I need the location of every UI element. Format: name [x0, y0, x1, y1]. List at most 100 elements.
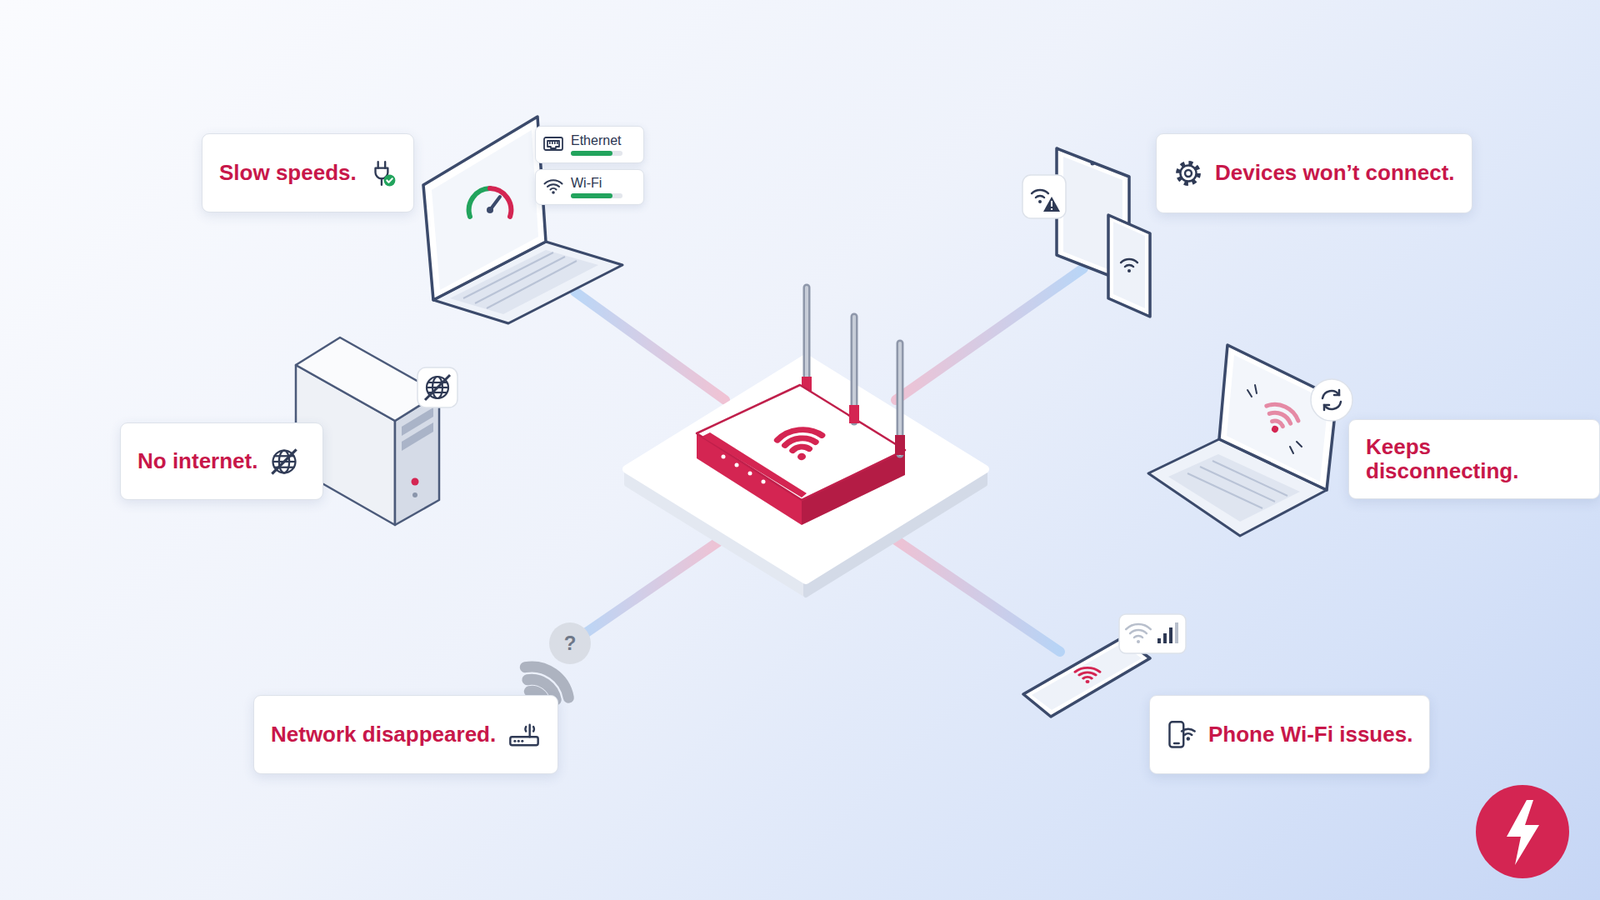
illustration-part: [1075, 667, 1100, 684]
illustration-part: [380, 178, 383, 185]
globe-badge: [417, 367, 458, 408]
illustration-part: [386, 178, 392, 182]
illustration-part: [1169, 721, 1195, 747]
illustration-part: [1269, 409, 1293, 424]
illustration-part: [550, 188, 557, 190]
no-internet-icon: [269, 446, 300, 477]
problem-text: No internet.: [137, 448, 258, 474]
illustration-part: [551, 190, 555, 195]
illustration-part: [1174, 741, 1180, 744]
illustration-part: [1255, 385, 1257, 394]
illustration-part: [520, 739, 524, 742]
problem-text: Devices won’t connect.: [1215, 160, 1455, 185]
illustration-part: [570, 150, 613, 156]
illustration-part: [1175, 622, 1179, 644]
illustration-part: [735, 463, 740, 468]
illustration-part: [579, 540, 721, 638]
icon-holder: [507, 720, 541, 750]
illustration-part: [510, 736, 539, 745]
strength-bar-holder: [570, 193, 623, 199]
illustration-part: [514, 739, 525, 742]
problem-text: Network disappeared.: [270, 721, 496, 747]
illustration-part: [431, 130, 539, 290]
text-column: Keeps disconnecting.: [1365, 435, 1583, 485]
plug-icon: [368, 159, 397, 188]
illustration-part: [895, 540, 1060, 652]
illustration-part: [570, 193, 623, 199]
illustration-part: [1119, 614, 1186, 654]
illustration-part: [544, 137, 563, 150]
illustration-part: [1113, 221, 1145, 309]
illustration-part: [570, 150, 623, 156]
illustration-part: [1475, 785, 1570, 879]
question-badge: [549, 622, 591, 665]
problem-callout: No internet.: [120, 422, 324, 500]
illustration-part: [1506, 800, 1540, 865]
router-platform: [626, 358, 985, 595]
illustration-part: [1075, 667, 1100, 672]
text-column: No internet.: [137, 449, 258, 474]
illustration-part: [721, 455, 766, 485]
illustration-part: [549, 141, 551, 145]
badge-label: Wi-Fi: [570, 175, 623, 191]
laptop: [423, 116, 623, 324]
illustration-part: [469, 188, 490, 217]
strength-bar: [570, 150, 623, 156]
illustration-part: [1169, 721, 1184, 747]
illustration-part: [1120, 259, 1138, 263]
strength-bar: [570, 193, 623, 199]
illustration-part: [797, 452, 807, 460]
illustration-part: [1125, 265, 1134, 267]
icon-holder: [1173, 158, 1204, 189]
problem-text: Keeps disconnecting.: [1365, 434, 1519, 484]
illustration-part: [696, 385, 905, 500]
illustration-part: [575, 291, 725, 400]
illustration-part: [1322, 390, 1341, 410]
illustration-part: [1257, 399, 1301, 440]
illustration-part: [469, 188, 512, 217]
illustration-part: [1290, 446, 1294, 454]
illustration-part: [1079, 672, 1096, 675]
illustration-part: [549, 141, 559, 145]
illustration-part: [1035, 195, 1045, 198]
phone-wifi-icon: [1166, 719, 1197, 751]
illustration-part: [272, 449, 297, 474]
antennas: [801, 287, 812, 395]
illustration-part: [1157, 622, 1179, 644]
illustration-part: [1178, 163, 1200, 185]
illustration-part: [1022, 175, 1066, 219]
wifi-icon: [542, 177, 565, 198]
illustration-part: [1038, 200, 1042, 204]
illustration-part: [1083, 676, 1092, 679]
badge-column: Ethernet: [570, 133, 623, 156]
illustration-part: [423, 116, 546, 300]
illustration-part: [1125, 624, 1151, 630]
illustration-part: [1031, 190, 1049, 204]
icon-holder: [542, 177, 565, 198]
illustration-part: [776, 427, 822, 440]
illustration-part: [490, 188, 511, 217]
illustration-part: [721, 455, 726, 460]
illustration-part: [529, 724, 531, 736]
text-column: Slow speeds.: [219, 160, 357, 185]
problem-callout: Phone Wi-Fi issues.: [1149, 695, 1430, 775]
icon-holder: [368, 159, 397, 188]
illustration-part: [1108, 215, 1150, 317]
link-lines: [441, 268, 1163, 652]
icon-holder: [542, 135, 565, 155]
illustration-part: [1130, 630, 1147, 634]
illustration-part: [383, 174, 395, 186]
illustration-part: [1120, 259, 1138, 273]
illustration-part: [1050, 200, 1053, 207]
icon-holder: [1166, 719, 1197, 751]
antennas: [849, 316, 905, 455]
illustration-part: [1266, 399, 1302, 421]
tablet-and-phone: [1056, 148, 1150, 317]
text-column: Phone Wi-Fi issues.: [1208, 722, 1413, 747]
illustration-part: [1163, 633, 1167, 644]
illustration-part: [1125, 624, 1151, 644]
illustration-part: [792, 445, 810, 451]
badge-column: Wi-Fi: [570, 175, 623, 199]
illustration-part: [425, 375, 450, 400]
